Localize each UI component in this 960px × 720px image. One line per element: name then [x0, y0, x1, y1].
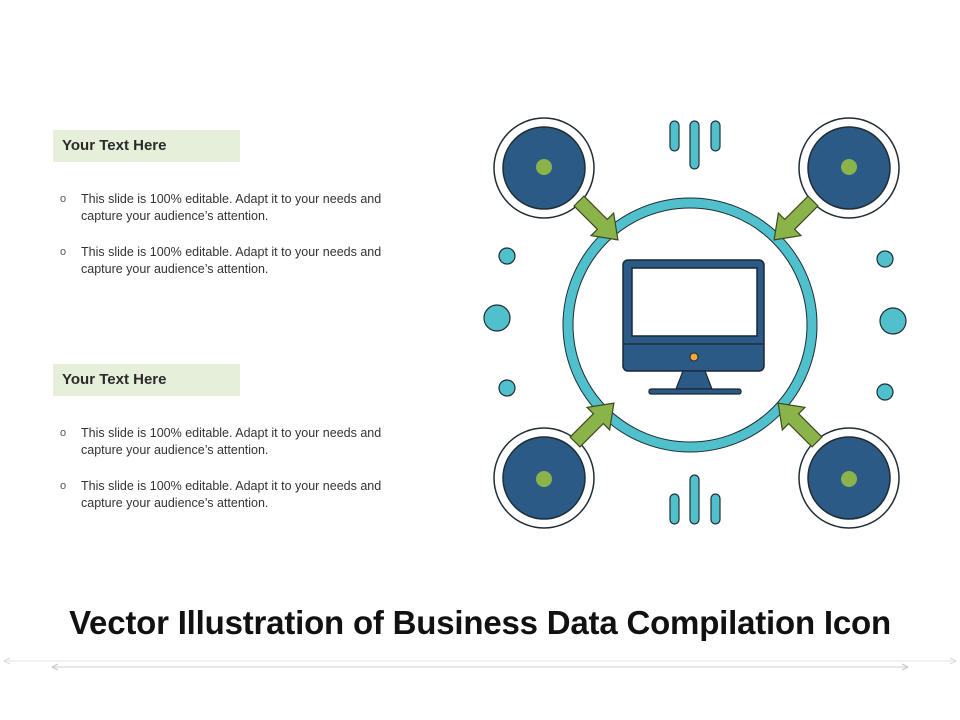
bullet-item: o This slide is 100% editable. Adapt it …	[60, 244, 420, 278]
bullet-marker: o	[60, 480, 67, 492]
decorative-dots-left	[483, 247, 516, 397]
bullet-item: o This slide is 100% editable. Adapt it …	[60, 191, 420, 225]
footer-divider	[3, 657, 957, 671]
arrow-icon	[777, 402, 823, 448]
signal-bars-top	[669, 120, 721, 170]
arrow-icon	[569, 402, 615, 448]
bullet-text: This slide is 100% editable. Adapt it to…	[81, 192, 382, 223]
bullet-list-1: o This slide is 100% editable. Adapt it …	[60, 191, 420, 297]
bullet-text: This slide is 100% editable. Adapt it to…	[81, 426, 382, 457]
decorative-dots-right	[876, 250, 907, 401]
data-node-icon	[798, 117, 900, 219]
bullet-marker: o	[60, 193, 67, 205]
monitor-icon	[622, 259, 765, 395]
arrow-icon	[773, 195, 819, 241]
data-node-icon	[493, 427, 595, 529]
data-compilation-diagram	[483, 117, 907, 529]
section-heading-1: Your Text Here	[53, 130, 240, 162]
section-heading-2: Your Text Here	[53, 364, 240, 396]
bullet-item: o This slide is 100% editable. Adapt it …	[60, 478, 420, 512]
signal-bars-bottom	[669, 474, 721, 525]
central-ring	[563, 198, 817, 452]
bullet-text: This slide is 100% editable. Adapt it to…	[81, 245, 382, 276]
bullet-item: o This slide is 100% editable. Adapt it …	[60, 425, 420, 459]
data-node-icon	[798, 427, 900, 529]
slide-title: Vector Illustration of Business Data Com…	[69, 604, 891, 641]
bullet-list-2: o This slide is 100% editable. Adapt it …	[60, 425, 420, 531]
data-node-icon	[493, 117, 595, 219]
bullet-text: This slide is 100% editable. Adapt it to…	[81, 479, 382, 510]
bullet-marker: o	[60, 246, 67, 258]
bullet-marker: o	[60, 427, 67, 439]
arrow-icon	[573, 195, 619, 241]
